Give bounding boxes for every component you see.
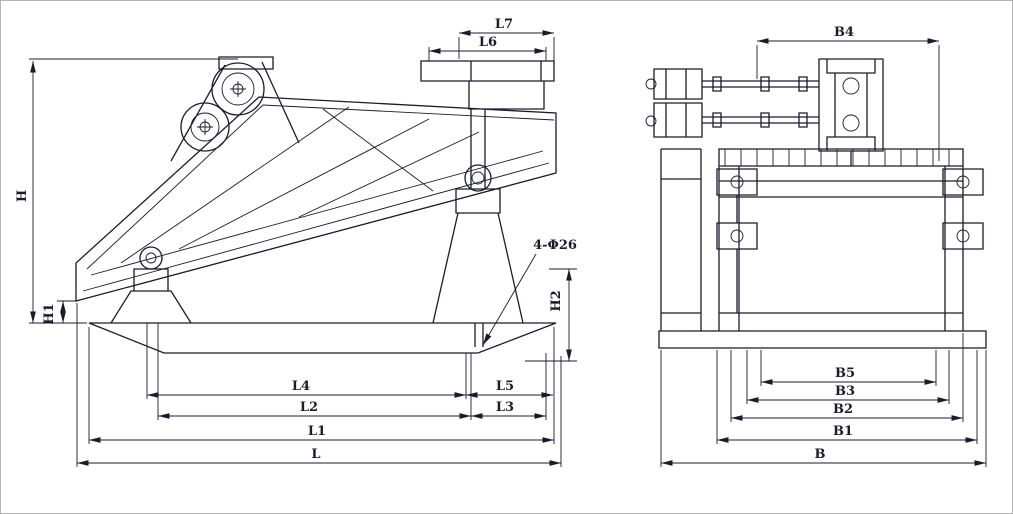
- dim-label-L2: L2: [300, 400, 318, 415]
- side-bracing: [82, 104, 555, 292]
- end-structure: [653, 58, 987, 349]
- spring-right-inner: [471, 171, 485, 185]
- dim-label-B: B: [815, 447, 826, 462]
- hole-note-leader: [482, 253, 537, 346]
- dim-label-B5: B5: [835, 366, 855, 381]
- gearbox-bearing-upper: [842, 77, 860, 95]
- support-springs: [139, 164, 492, 270]
- drive-flywheels: [180, 62, 265, 152]
- dim-label-L7: L7: [495, 17, 513, 32]
- motor-shaft-lower: [645, 115, 657, 127]
- flywheel2-outer: [180, 102, 230, 152]
- end-extension-lines: [660, 45, 987, 467]
- dim-label-L5: L5: [496, 379, 514, 394]
- dim-label-B4: B4: [834, 25, 854, 40]
- side-view: H H1 H2 4-Φ26 L7 L6 L4 L5 L2 L3 L1 L: [15, 17, 577, 467]
- flywheel2-inner: [190, 112, 220, 142]
- dim-label-L6: L6: [479, 35, 497, 50]
- dim-label-B2: B2: [833, 402, 853, 417]
- dim-label-H1: H1: [42, 303, 57, 324]
- mount-circle-right-lower: [956, 229, 970, 243]
- end-hatch-ticks: [724, 149, 950, 166]
- mount-circle-left-upper: [730, 175, 744, 189]
- motor-shaft-upper: [645, 78, 657, 90]
- side-structure: [75, 56, 557, 354]
- side-dimensions: H H1 H2 4-Φ26 L7 L6 L4 L5 L2 L3 L1 L: [15, 17, 577, 467]
- mount-circle-left-lower: [730, 229, 744, 243]
- end-view: B4 B5 B3 B2 B1 B: [645, 25, 987, 467]
- hole-note-label: 4-Φ26: [533, 238, 577, 253]
- flywheel-center-marks: [197, 81, 246, 135]
- dim-label-B1: B1: [833, 424, 853, 439]
- mount-circle-right-upper: [956, 175, 970, 189]
- spring-left-outer: [139, 246, 163, 270]
- gearbox-bearing-lower: [842, 114, 860, 132]
- side-extension-lines: [29, 37, 577, 467]
- flywheel-inner: [221, 72, 255, 106]
- flywheel-outer: [211, 62, 265, 116]
- spring-left-inner: [145, 252, 157, 264]
- dim-label-H2: H2: [549, 290, 564, 311]
- dim-label-L3: L3: [496, 400, 514, 415]
- dim-label-L1: L1: [308, 424, 326, 439]
- dim-label-L4: L4: [292, 379, 310, 394]
- dim-label-H: H: [15, 190, 30, 202]
- dim-label-B3: B3: [835, 384, 855, 399]
- spring-right-outer: [464, 164, 492, 192]
- end-dimensions: B4 B5 B3 B2 B1 B: [660, 25, 987, 467]
- end-bearing-circles: [645, 77, 970, 243]
- dim-label-L: L: [311, 447, 320, 462]
